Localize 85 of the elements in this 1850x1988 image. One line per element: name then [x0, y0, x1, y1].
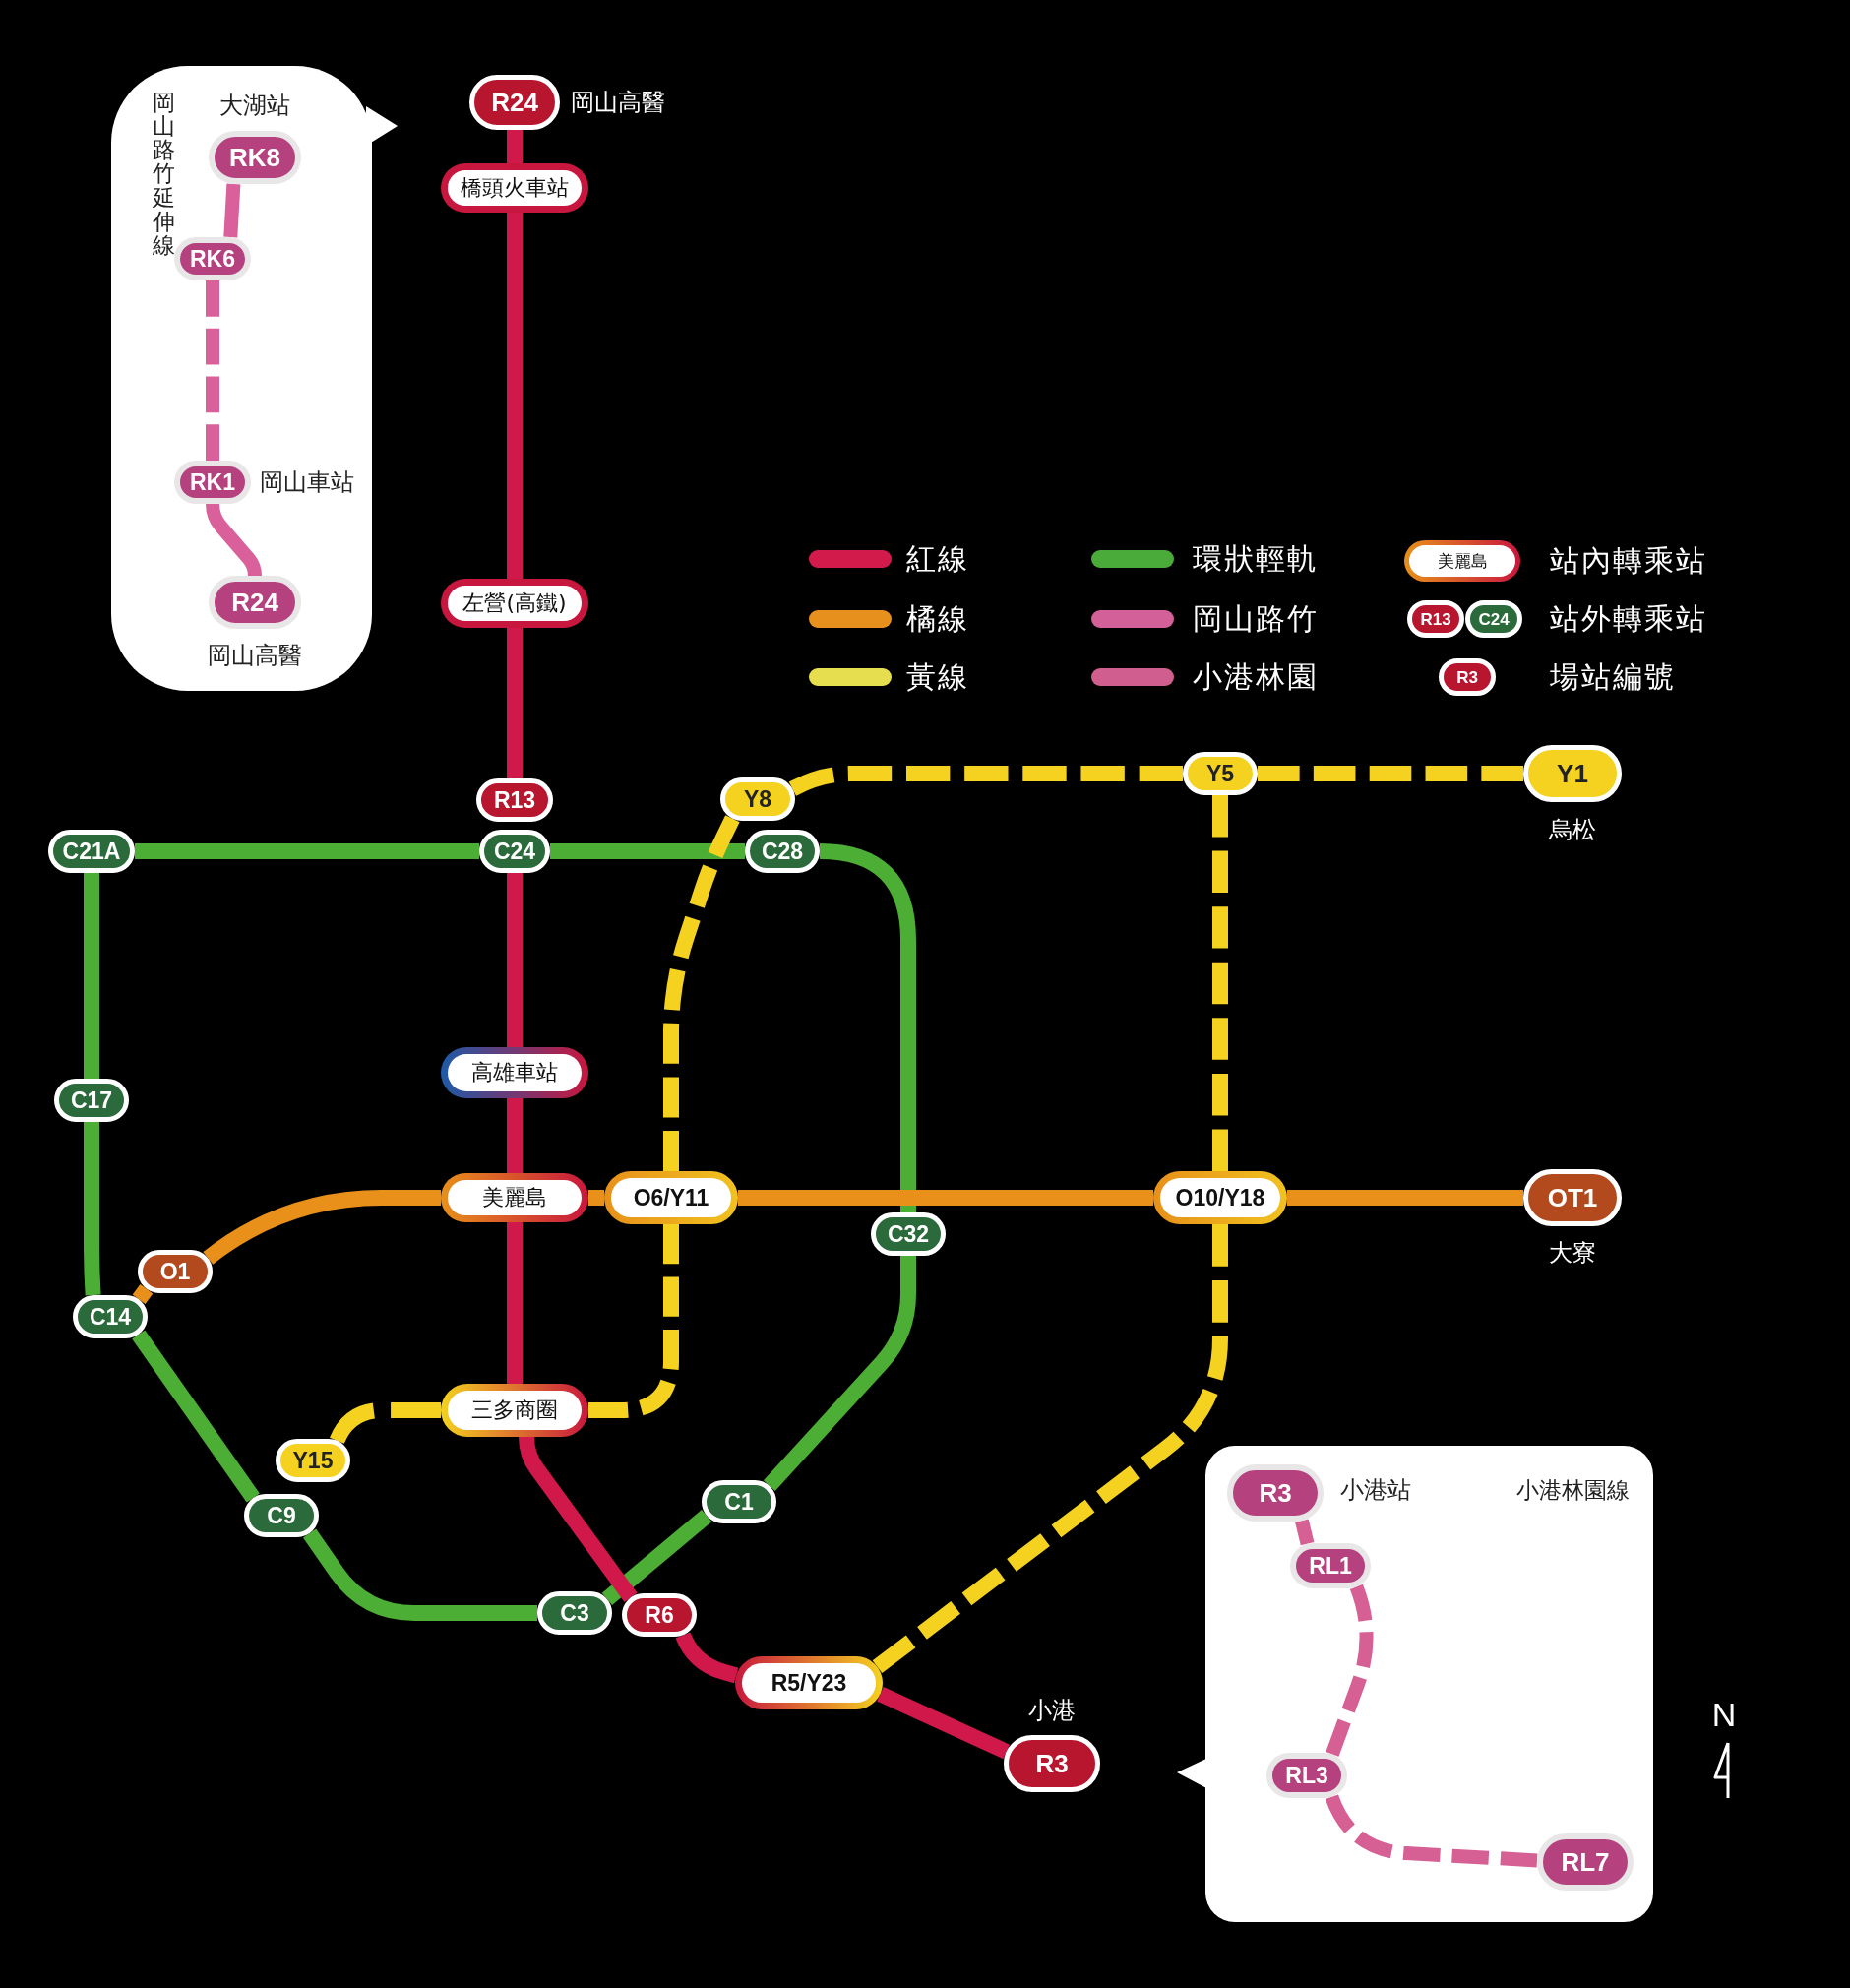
route-line: [872, 1224, 1228, 1674]
route-line: [519, 1436, 638, 1602]
route-line: [507, 628, 523, 778]
route-line: [84, 873, 99, 1079]
legend-text: 黃線: [906, 662, 969, 692]
station-pill: C28: [745, 830, 820, 873]
station-pill: RL1: [1290, 1543, 1371, 1588]
route-line: [1258, 766, 1523, 781]
station-pill: Y1: [1523, 745, 1622, 802]
station-pill: R13: [476, 778, 553, 822]
north-label: N: [1711, 1698, 1737, 1731]
station-pill: RL7: [1537, 1833, 1634, 1891]
station-name: 大湖站: [219, 93, 290, 117]
station-name: 小港: [1028, 1699, 1076, 1722]
station-name: 岡山車站: [260, 470, 354, 494]
route-line: [206, 503, 262, 577]
legend-station-pill: R13: [1407, 600, 1464, 638]
station-pill: R6: [622, 1593, 697, 1637]
legend-text: 站內轉乘站: [1550, 546, 1707, 576]
callout-bubble: [111, 66, 372, 691]
route-line: [203, 1190, 441, 1265]
station-name: 烏松: [1549, 818, 1596, 841]
legend-text: 場站編號: [1550, 662, 1676, 692]
route-line: [206, 280, 219, 461]
station-pill: Y15: [276, 1439, 350, 1482]
station-pill: RK6: [174, 237, 251, 280]
legend-text: 小港林園: [1193, 662, 1319, 692]
station-name: 小港站: [1340, 1478, 1411, 1502]
route-line: [507, 1222, 523, 1384]
station-pill: R3: [1004, 1735, 1100, 1792]
route-line: [223, 183, 241, 238]
route-line: [507, 1098, 523, 1173]
station-pill: R24: [209, 576, 301, 629]
legend-text: 環狀輕軌: [1193, 544, 1319, 574]
station-pill: RK1: [174, 461, 251, 504]
route-line: [588, 1190, 604, 1206]
route-line: [601, 1509, 712, 1606]
station-pill: OT1: [1523, 1169, 1622, 1226]
route-line: [819, 843, 916, 1212]
station-pill: C21A: [48, 830, 135, 873]
station-pill: C9: [244, 1494, 319, 1537]
station-pill: R24: [469, 75, 560, 130]
station-pill: RK8: [209, 131, 301, 184]
station-pill: C24: [479, 830, 550, 873]
station-pill: R3: [1227, 1464, 1324, 1522]
route-line: [763, 1256, 916, 1492]
route-line: [663, 815, 740, 1171]
line-title: 小港林園線: [1515, 1478, 1630, 1502]
station-name: 岡山高醫: [208, 644, 302, 667]
station-name: 岡山高醫: [571, 91, 665, 114]
route-line: [738, 1190, 1153, 1206]
route-line: [132, 1283, 154, 1305]
route-line: [787, 766, 1183, 796]
line-title: 岡山路竹延伸線: [152, 91, 175, 257]
route-line: [135, 843, 479, 859]
legend-text: 橘線: [906, 604, 969, 634]
route-line: [1287, 1190, 1523, 1206]
station-pill: C17: [54, 1079, 129, 1122]
route-line: [1212, 795, 1228, 1171]
legend-text: 站外轉乘站: [1550, 604, 1707, 634]
route-line: [84, 1122, 101, 1296]
route-line: [132, 1330, 260, 1503]
station-name: 大寮: [1549, 1241, 1596, 1265]
legend-station-pill: C24: [1465, 600, 1522, 638]
legend-text: 紅線: [906, 544, 969, 574]
station-pill: C3: [537, 1591, 612, 1635]
station-pill: Y5: [1183, 752, 1258, 795]
callout-bubble: [1205, 1446, 1653, 1922]
legend-text: 岡山路竹: [1193, 604, 1319, 634]
route-line: [1295, 1519, 1315, 1546]
route-line: [507, 213, 523, 579]
station-pill: RL3: [1266, 1753, 1347, 1798]
route-line: [1326, 1584, 1374, 1757]
station-pill: C32: [871, 1212, 946, 1256]
station-pill: C14: [73, 1295, 148, 1338]
station-pill: Y8: [720, 777, 795, 821]
route-line: [507, 130, 523, 163]
legend-station-pill: R3: [1439, 658, 1496, 696]
route-line: [1325, 1794, 1538, 1868]
route-line: [588, 1224, 679, 1418]
route-line: [507, 873, 523, 1047]
route-line: [550, 843, 745, 859]
route-line: [877, 1686, 1010, 1760]
station-pill: O1: [138, 1250, 213, 1293]
station-pill: C1: [702, 1480, 776, 1523]
